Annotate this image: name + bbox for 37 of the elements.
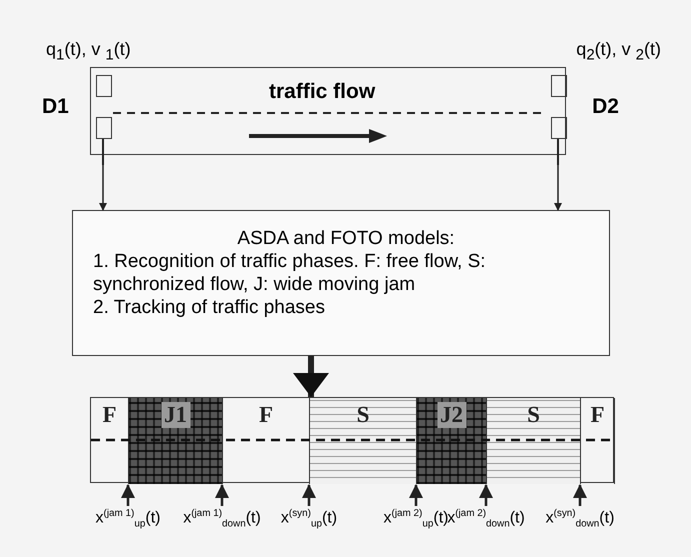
detector-label: D2 [592, 95, 619, 119]
synchronized-flow-segment [310, 398, 417, 484]
leader-line [479, 484, 493, 506]
leader-line [302, 484, 316, 506]
model-step: 2. Tracking of traffic phases [93, 296, 599, 319]
boundary-label: x$^{(jam 1)}$$_{up}$(t) [96, 508, 160, 530]
jam-segment [129, 398, 223, 484]
detector-label: D1 [42, 95, 69, 119]
arrow [99, 165, 107, 211]
jam-segment [417, 398, 487, 484]
road-segment [90, 67, 566, 155]
model-box [72, 210, 610, 356]
phase-label: F [589, 402, 606, 428]
phase-label: J2 [437, 402, 466, 428]
boundary-label: x$^{(jam 1)}$$_{down}$(t) [183, 508, 261, 530]
synchronized-flow-segment [487, 398, 581, 484]
leader-line [121, 484, 135, 506]
leader-line [573, 484, 587, 506]
boundary-label: x$^{(jam 2)}$$_{down}$(t) [447, 508, 525, 530]
road-title: traffic flow [269, 80, 376, 104]
phase-label: S [526, 402, 541, 428]
model-step: 1. Recognition of traffic phases. F: free flow, S: synchronized flow, J: wide moving jam [93, 250, 599, 296]
phase-label: F [101, 402, 118, 428]
leader-line [215, 484, 229, 506]
arrow [554, 165, 562, 211]
model-heading: ASDA and FOTO models: [236, 227, 456, 250]
phase-label: J1 [161, 402, 190, 428]
measurement-label: q$_{2}$(t), v $_{2}$(t) [576, 39, 661, 64]
arrow [293, 356, 329, 397]
phase-label: F [258, 402, 274, 428]
boundary-label: x$^{(syn)}$$_{up}$(t) [280, 508, 338, 530]
boundary-label: x$^{(jam 2)}$$_{up}$(t) [384, 508, 448, 530]
phase-label: S [356, 402, 370, 428]
boundary-label: x$^{(syn)}$$_{down}$(t) [546, 508, 614, 530]
leader-line [409, 484, 423, 506]
measurement-label: q$_{1}$(t), v $_{1}$(t) [46, 39, 131, 64]
road-phase-strip [90, 397, 614, 483]
